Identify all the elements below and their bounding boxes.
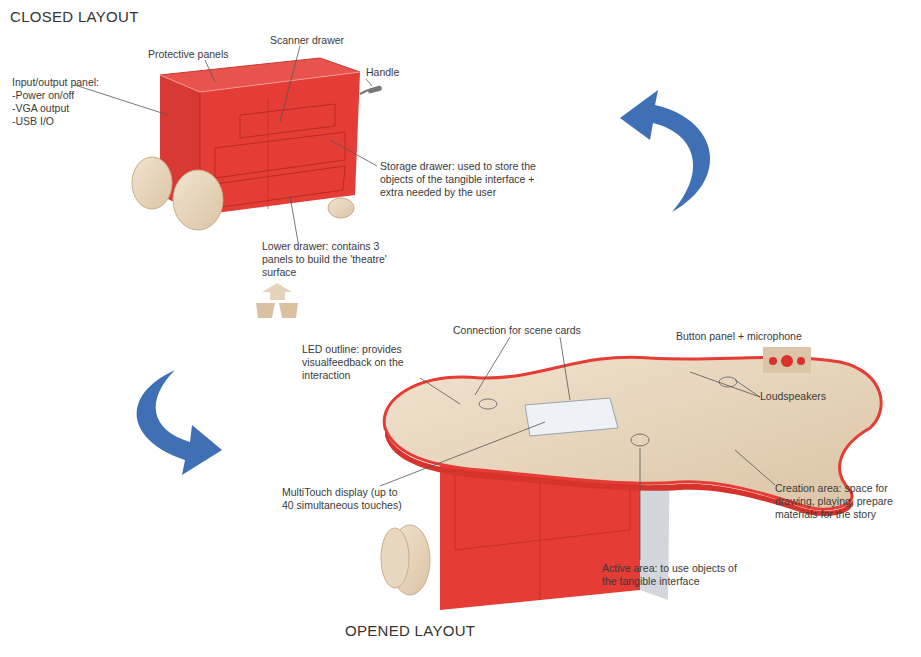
part-label: Loudspeakers	[760, 390, 826, 403]
part-label: -USB I/O	[12, 115, 54, 128]
leader-lines	[75, 46, 377, 242]
part-label: LED outline: provides visualfeedback on …	[302, 343, 420, 382]
part-label: Protective panels	[148, 48, 229, 61]
cycle-arrow	[620, 90, 710, 212]
heading: CLOSED LAYOUT	[10, 8, 139, 27]
part-label: -VGA output	[12, 102, 69, 115]
part-label: Handle	[366, 66, 399, 79]
part-label: Storage drawer: used to store the object…	[380, 160, 550, 199]
part-label: Creation area: space for drawing, playin…	[775, 482, 915, 521]
part-label: Scanner drawer	[270, 34, 344, 47]
part-label: MultiTouch display (up to 40 simultaneou…	[282, 486, 402, 512]
part-label: Active area: to use objects of the tangi…	[602, 562, 752, 588]
closed-cart	[132, 58, 382, 318]
part-label: Button panel + microphone	[676, 330, 802, 343]
cycle-arrow	[137, 370, 222, 475]
part-label: Lower drawer: contains 3 panels to build…	[262, 240, 402, 279]
heading: OPENED LAYOUT	[345, 622, 475, 641]
part-label: Input/output panel:	[12, 76, 99, 89]
opened-table	[381, 347, 881, 610]
leader-lines	[380, 337, 775, 560]
part-label: -Power on/off	[12, 89, 74, 102]
part-label: Connection for scene cards	[453, 324, 581, 337]
